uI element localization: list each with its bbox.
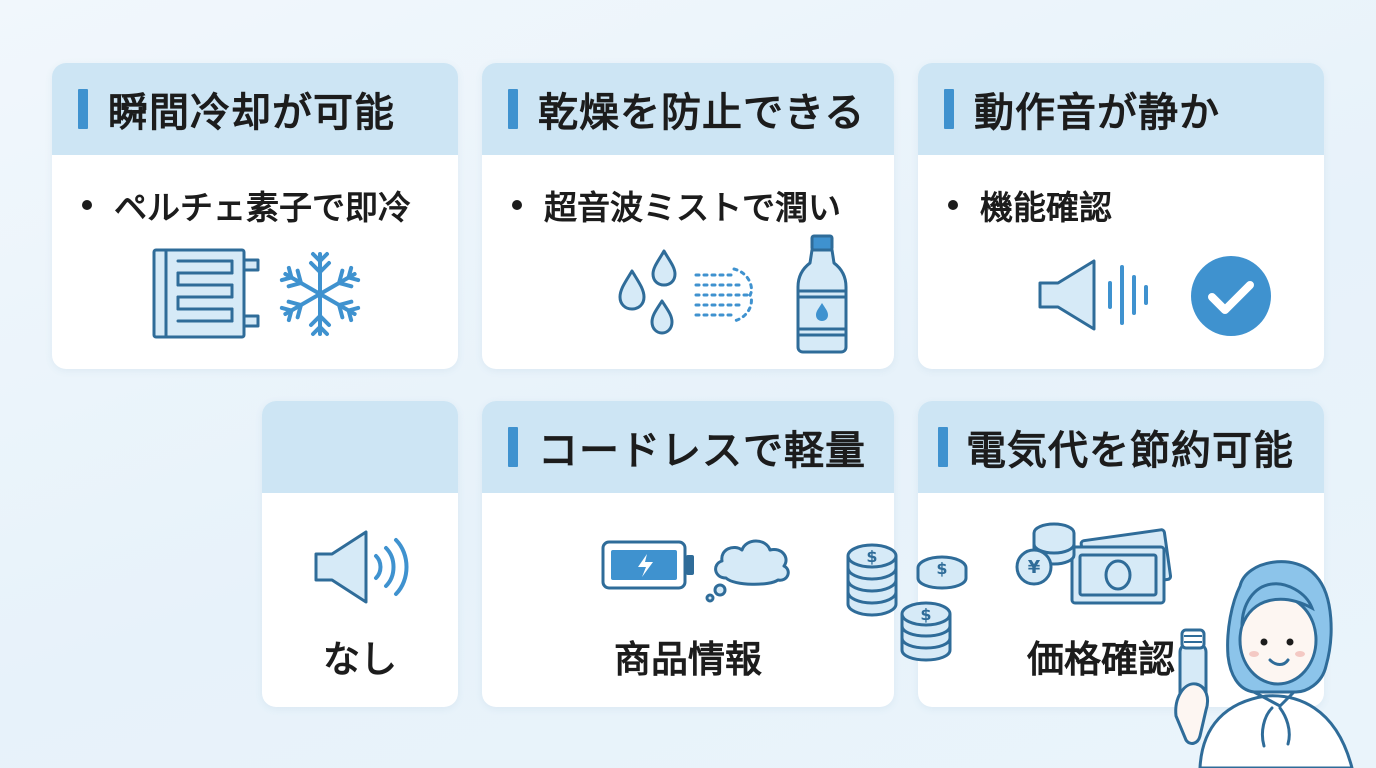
- water-drops-icon: [618, 249, 677, 335]
- mist-spray-icon: [694, 267, 753, 323]
- yen-coins-banknotes-icon: ¥: [1015, 522, 1173, 605]
- bullet-item: 機能確認: [948, 181, 1112, 229]
- svg-text:$: $: [866, 547, 877, 566]
- battery-charging-icon: [601, 540, 694, 590]
- peltier-module-icon: [152, 248, 260, 339]
- header-accent-bar: [78, 89, 88, 129]
- card-header: 動作音が静か: [918, 63, 1324, 155]
- card-quiet-operation: 動作音が静か 機能確認: [918, 63, 1324, 369]
- card-header: 乾燥を防止できる: [482, 63, 894, 155]
- header-accent-bar: [508, 89, 518, 129]
- check-circle-icon: [1191, 256, 1271, 336]
- card-label: 価格確認: [1027, 638, 1175, 681]
- card-label: なし: [323, 638, 397, 681]
- bullet-text: ペルチェ素子で即冷: [114, 188, 411, 227]
- card-header: コードレスで軽量: [482, 401, 894, 493]
- bullet-text: 機能確認: [980, 188, 1112, 227]
- speaker-sound-icon: [314, 530, 409, 604]
- card-title: 電気代を節約可能: [966, 428, 1294, 474]
- card-instant-cooling: 瞬間冷却が可能 ペルチェ素子で即冷: [52, 63, 458, 369]
- svg-text:$: $: [936, 559, 947, 578]
- water-bottle-icon: [796, 234, 848, 354]
- svg-text:¥: ¥: [1028, 557, 1041, 578]
- card-label: 商品情報: [614, 638, 762, 681]
- header-accent-bar: [944, 89, 954, 129]
- card-cordless-light: コードレスで軽量 商品情報: [482, 401, 894, 707]
- card-title: 動作音が静か: [974, 90, 1220, 136]
- card-header: 瞬間冷却が可能: [52, 63, 458, 155]
- bullet-item: ペルチェ素子で即冷: [82, 181, 411, 229]
- header-accent-bar: [938, 427, 948, 467]
- header-accent-bar: [508, 427, 518, 467]
- bullet-dot: [512, 200, 522, 210]
- snowflake-icon: [279, 252, 361, 336]
- card-title: 乾燥を防止できる: [538, 90, 866, 136]
- card-header: 電気代を節約可能: [918, 401, 1324, 493]
- card-header-empty: [262, 401, 458, 493]
- bullet-dot: [948, 200, 958, 210]
- bullet-text: 超音波ミストで潤い: [544, 188, 841, 227]
- speaker-icon: [1038, 259, 1096, 331]
- bullet-dot: [82, 200, 92, 210]
- card-sound-none: なし: [262, 401, 458, 707]
- dollar-coin-stacks-icon: $ $ $: [846, 543, 968, 662]
- sound-wave-icon: [1108, 265, 1148, 325]
- thought-cloud-icon: [705, 539, 790, 603]
- card-prevent-dryness: 乾燥を防止できる 超音波ミストで潤い: [482, 63, 894, 369]
- card-title: 瞬間冷却が可能: [108, 90, 395, 136]
- woman-holding-handheld-fan-illustration: [1174, 560, 1354, 768]
- card-title: コードレスで軽量: [538, 428, 866, 474]
- bullet-item: 超音波ミストで潤い: [512, 181, 841, 229]
- svg-text:$: $: [920, 605, 931, 624]
